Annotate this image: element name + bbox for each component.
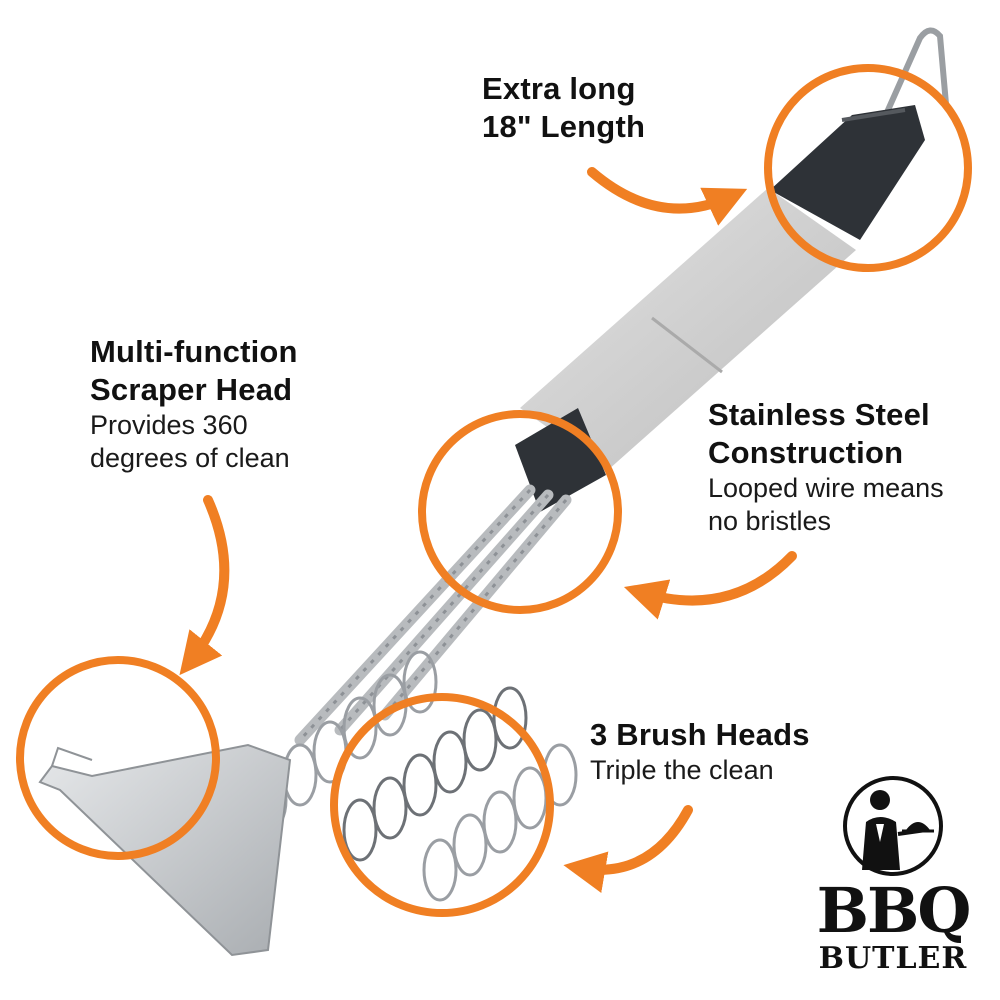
callout-steel-title-line1: Stainless Steel [708,397,930,432]
curved-arrow-icon [623,551,797,620]
callout-scraper-title-line2: Scraper Head [90,371,293,407]
butler-with-cloche-icon [843,776,943,876]
curved-arrow-icon [179,495,230,676]
callout-brush-title: 3 Brush Heads [590,717,810,752]
callout-length-title-line1: Extra long [482,71,636,106]
callout-steel: Stainless Steel Construction Looped wire… [708,396,944,538]
brush-heads [252,650,578,902]
callout-brush-desc: Triple the clean [590,754,774,785]
handle-grip [520,188,856,470]
brand-logo: BBQ BUTLER [808,880,978,974]
callout-steel-desc-line1: Looped wire means [708,472,944,503]
handle-end-cap [770,105,925,240]
callout-circle-collar [418,410,622,614]
callout-length-title-line2: 18" Length [482,108,646,144]
callout-steel-title-line2: Construction [708,434,904,470]
scraper-plate [38,743,292,957]
callout-circle-scraper [16,656,220,860]
callout-scraper: Multi-function Scraper Head Provides 360… [90,333,298,475]
handle-joint [651,316,723,374]
callout-scraper-desc-line2: degrees of clean [90,442,290,473]
callout-circle-brush [330,693,554,917]
callout-scraper-title-line1: Multi-function [90,334,298,369]
hanging-loop [885,27,949,113]
callout-circle-handle-end [764,64,972,272]
brand-logo-line2: BUTLER [818,941,968,976]
callout-steel-desc-line2: no bristles [708,505,832,536]
callout-scraper-desc-line1: Provides 360 [90,409,248,440]
curved-arrow-icon [563,805,693,893]
brand-logo-line1: BBQ [816,874,972,947]
callout-brush: 3 Brush Heads Triple the clean [590,716,810,787]
curved-arrow-icon [587,167,748,226]
callout-length: Extra long 18" Length [482,70,645,146]
